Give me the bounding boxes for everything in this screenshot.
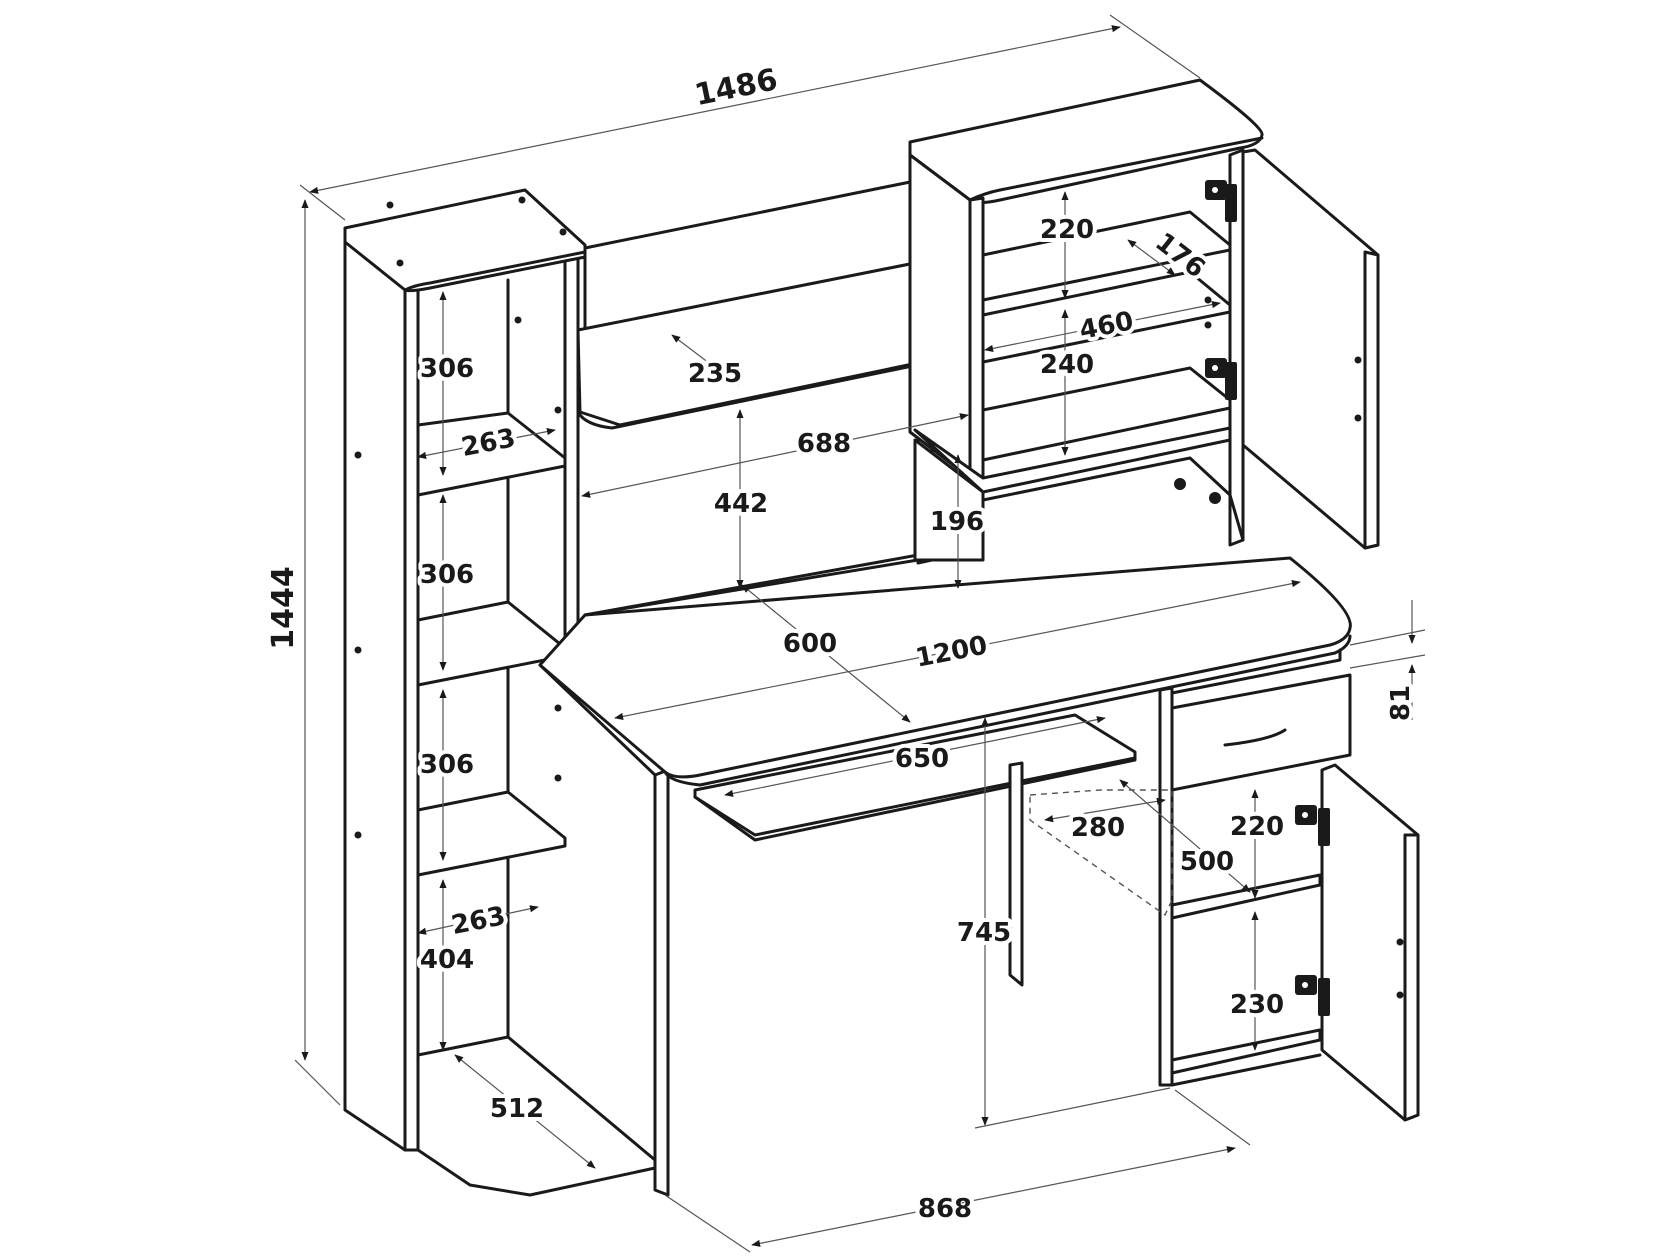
label-left-shelf-1: 306 [420, 354, 474, 384]
left-tower-hole-1 [386, 201, 394, 209]
pedestal-side [1158, 686, 1174, 1087]
label-overall-width: 1486 [692, 62, 781, 113]
label-upper-cabinet-lower-panel: 196 [930, 507, 984, 537]
left-tower-hole-10 [554, 704, 562, 712]
pedestal-door-edge [1403, 833, 1420, 1122]
left-tower-hole-7 [354, 831, 362, 839]
upper-cabinet-hole-2 [1204, 321, 1212, 329]
dim-line-drawer-depth [1119, 779, 1251, 893]
upper-cabinet-shelf-3 [981, 366, 1232, 462]
dimension-lines [294, 14, 1426, 1253]
hinge-icon [1205, 180, 1237, 222]
upper-cabinet-hole-5 [1174, 478, 1186, 490]
dim-line-keyboard-tray-width [724, 716, 1106, 797]
drawer-handle-icon [1223, 728, 1287, 747]
dim-line-left-shelf-depth-bottom [417, 905, 539, 935]
left-tower-hole-2 [518, 196, 526, 204]
label-lower-cabinet-shelf-2: 230 [1230, 990, 1284, 1020]
left-tower-top-edge [403, 250, 587, 292]
ext-line [299, 184, 346, 221]
ext-line [294, 1059, 341, 1106]
label-overall-height: 1444 [266, 566, 301, 650]
hinge-icon [1205, 358, 1237, 400]
upper-cabinet-hole-1 [1204, 296, 1212, 304]
upper-right-cabinet [908, 78, 1380, 562]
dim-line-upper-cabinet-width [984, 301, 1221, 352]
upper-cabinet-door [1241, 148, 1380, 550]
left-tower-shelf-3 [416, 790, 567, 877]
pedestal-hole-2 [1396, 991, 1404, 999]
label-drawer-depth: 500 [1180, 847, 1234, 877]
label-left-shelf-2: 306 [420, 560, 474, 590]
left-tower-bottom-front-panel [653, 768, 670, 1197]
left-tower-hole-3 [559, 228, 567, 236]
left-tower-hole-4 [396, 259, 404, 267]
label-keyboard-tray-width: 650 [895, 744, 949, 774]
label-hutch-inner-width: 688 [797, 429, 851, 459]
label-left-shelf-depth-bottom: 263 [449, 901, 508, 941]
label-total-depth: 868 [918, 1194, 972, 1224]
pedestal-hole-1 [1396, 938, 1404, 946]
pedestal-shelf-1 [1170, 873, 1322, 920]
upper-cabinet-door-edge [1363, 250, 1380, 550]
label-upper-cabinet-shelf-1: 220 [1040, 215, 1094, 245]
ext-line [1349, 629, 1426, 646]
upper-cabinet-hole-6 [1209, 492, 1221, 504]
upper-cabinet-left-inner [968, 196, 985, 480]
dim-line-total-depth [751, 1146, 1236, 1247]
label-desk-height: 745 [957, 918, 1011, 948]
label-desk-depth: 600 [783, 629, 837, 659]
left-tower-side-panel [343, 238, 407, 1152]
ext-line [664, 1194, 751, 1253]
dim-line-upper-cabinet-depth [1127, 239, 1176, 276]
ext-line [974, 1087, 1171, 1129]
label-upper-cabinet-shelf-2: 240 [1040, 350, 1094, 380]
label-upper-shelf-depth: 235 [688, 359, 742, 389]
label-left-bottom-opening: 404 [420, 945, 474, 975]
dim-line-left-base-depth [454, 1054, 596, 1169]
hinge-icon [1295, 975, 1330, 1016]
left-tower-hole-5 [354, 451, 362, 459]
label-hutch-opening-height: 442 [714, 489, 768, 519]
dim-line-hutch-inner-width [581, 413, 969, 498]
desk-middle-panel [1008, 761, 1024, 987]
label-tray-depth: 280 [1071, 813, 1125, 843]
left-tower-hole-6 [354, 646, 362, 654]
right-pedestal [1029, 648, 1420, 1122]
upper-cabinet-left-side [908, 153, 972, 480]
drawer-dashed-outline [1029, 789, 1173, 917]
upper-cabinet-hole-4 [1354, 414, 1362, 422]
dim-line-upper-shelf-depth [671, 334, 739, 386]
upper-cabinet-hole-3 [1354, 356, 1362, 364]
upper-cabinet-shelf-1 [981, 210, 1232, 302]
left-tower-back-panel [403, 283, 420, 1152]
left-tower-front-panel [563, 248, 580, 687]
dim-line-desk-width [614, 580, 1301, 720]
label-drawer-height: 81 [1386, 685, 1416, 721]
ext-line [1174, 1089, 1251, 1146]
ext-line [1349, 654, 1426, 669]
label-lower-cabinet-shelf-1: 220 [1230, 812, 1284, 842]
label-left-base-depth: 512 [490, 1094, 544, 1124]
left-tower-hole-8 [514, 316, 522, 324]
upper-cabinet-lower-back [981, 456, 1245, 542]
pedestal-shelf-2 [1170, 1028, 1322, 1075]
dim-line-overall-width [309, 25, 1121, 194]
label-left-shelf-3: 306 [420, 750, 474, 780]
hinge-icon [1295, 805, 1330, 846]
ext-line [1109, 14, 1201, 79]
left-tower-hole-9 [554, 406, 562, 414]
dim-line-left-shelf-depth-top [417, 428, 556, 459]
left-tower-hole-11 [554, 774, 562, 782]
left-tower-shelf-2 [416, 600, 567, 687]
